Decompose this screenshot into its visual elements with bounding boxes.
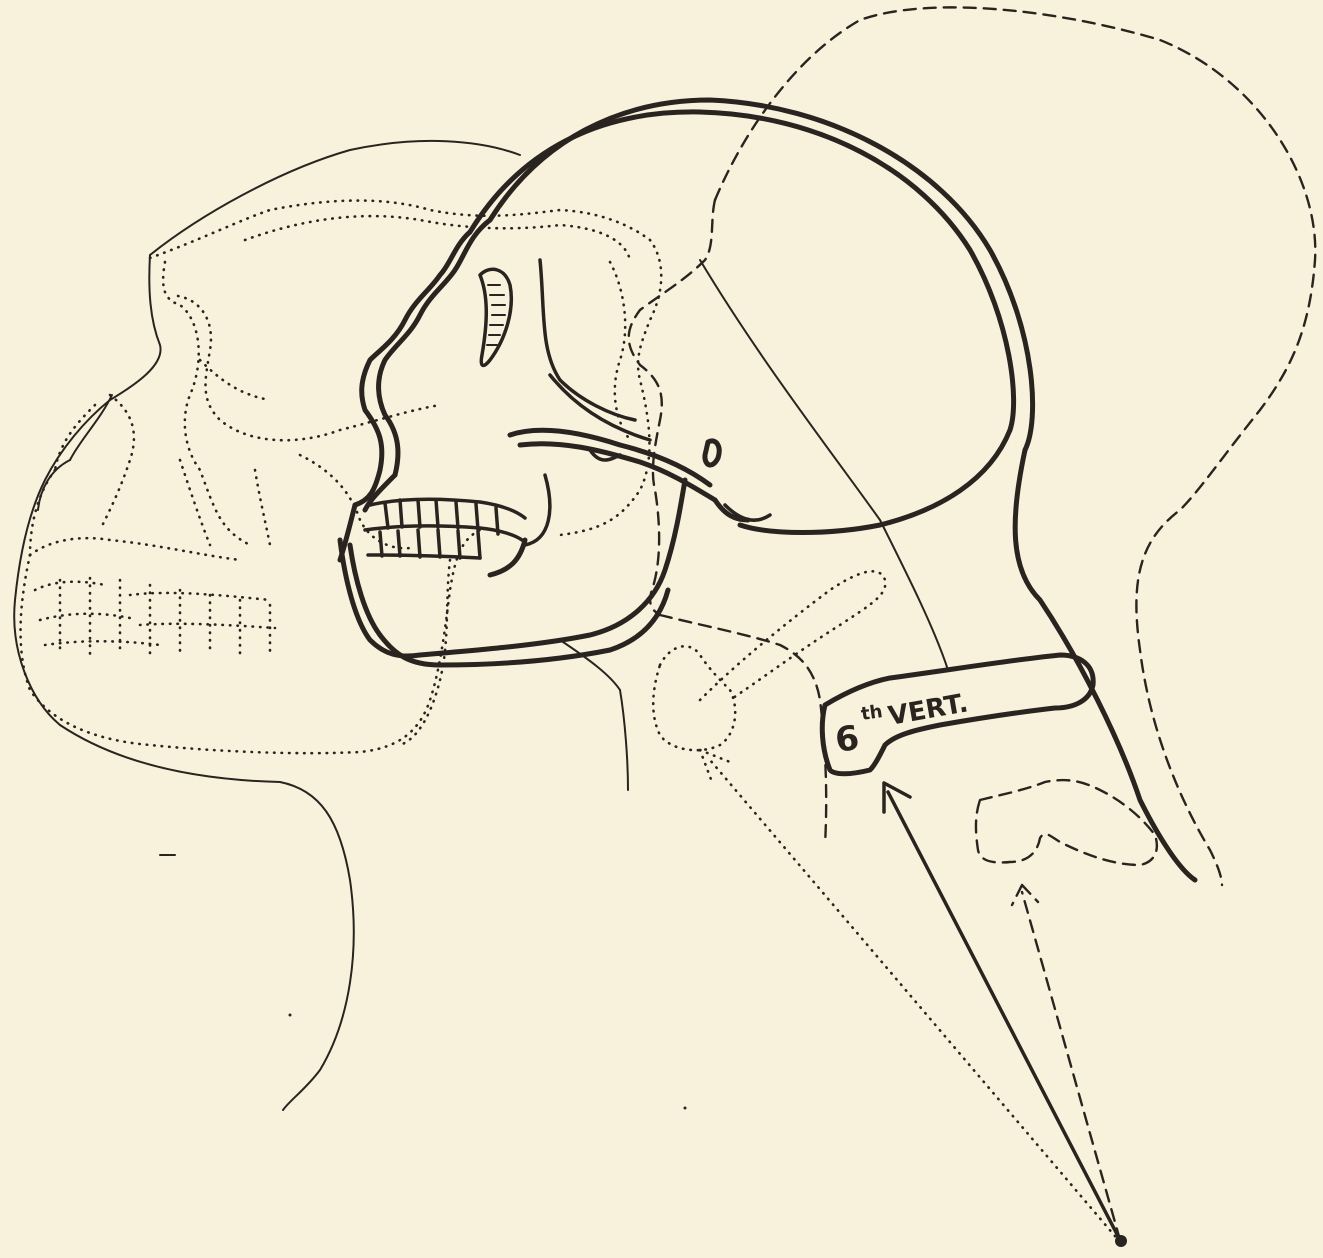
solid-arrow <box>884 783 1127 1247</box>
human-skull-solid <box>340 100 1195 880</box>
vertebra-word-label: VERT. <box>886 688 970 732</box>
stray-dot <box>684 1107 687 1110</box>
ape-outline-solid <box>14 141 948 1110</box>
vertebra-superscript-label: th <box>860 701 884 725</box>
dashed-outlines <box>629 7 1316 1240</box>
human-teeth <box>365 499 525 558</box>
stray-dot <box>289 1014 292 1017</box>
arrow-origin-dot <box>1115 1235 1127 1247</box>
vertebra-number-label: 6 <box>833 718 862 761</box>
